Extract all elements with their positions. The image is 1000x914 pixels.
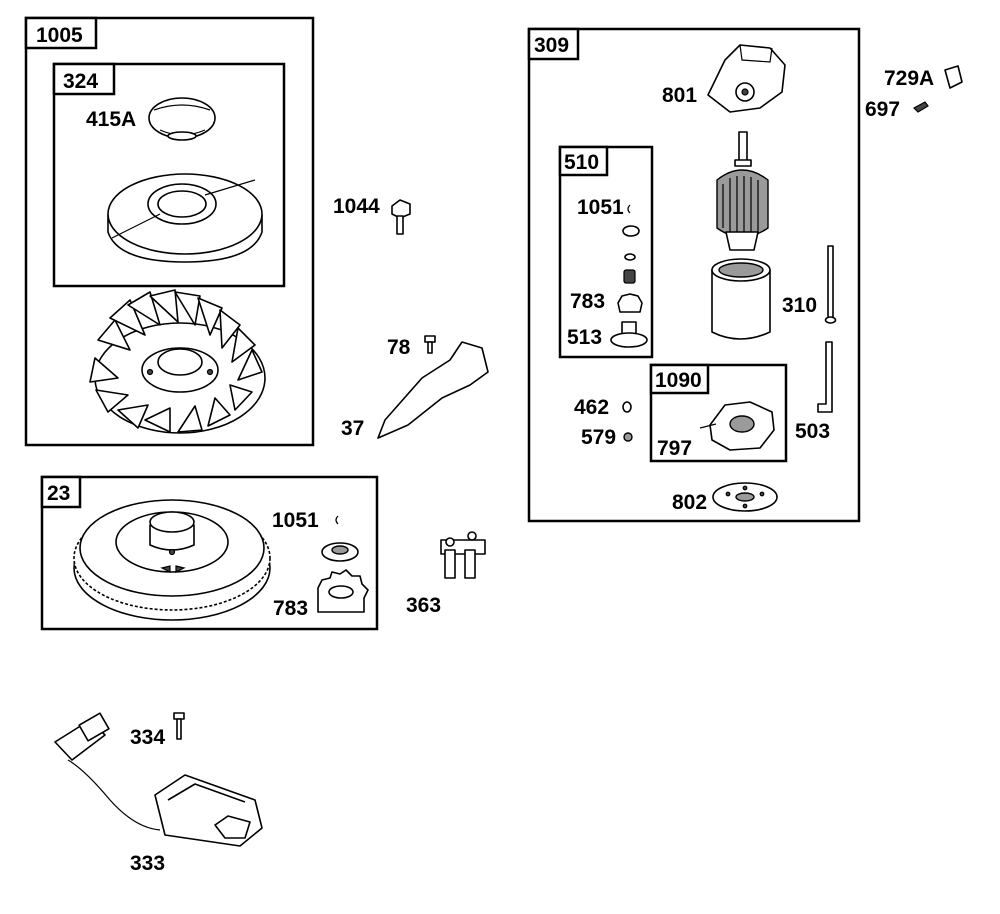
flywheel-fan bbox=[89, 289, 266, 434]
part-label-513: 513 bbox=[567, 326, 602, 349]
part-label-783a: 783 bbox=[273, 597, 308, 620]
nut-579 bbox=[623, 432, 633, 442]
group-tag-1005 bbox=[24, 16, 98, 50]
part-label-78: 78 bbox=[387, 336, 411, 359]
part-label-729A: 729A bbox=[884, 67, 934, 90]
spring bbox=[623, 269, 636, 284]
clip-729A bbox=[944, 65, 963, 89]
part-label-37: 37 bbox=[341, 417, 364, 440]
part-label-334: 334 bbox=[130, 726, 165, 749]
rotating-screen bbox=[107, 173, 263, 263]
end-cap-801 bbox=[707, 44, 786, 113]
group-tag-309 bbox=[527, 27, 580, 61]
group-label-23: 23 bbox=[47, 482, 70, 505]
part-label-802: 802 bbox=[672, 491, 707, 514]
part-label-415A: 415A bbox=[86, 108, 136, 131]
part-label-801: 801 bbox=[662, 84, 697, 107]
spring-retainer bbox=[624, 253, 636, 261]
brush-holder-797 bbox=[699, 401, 775, 451]
screw-697 bbox=[913, 101, 929, 113]
group-tag-1090 bbox=[649, 363, 710, 395]
gear-783b bbox=[617, 293, 643, 313]
screw-78 bbox=[424, 335, 436, 354]
housing-310 bbox=[711, 258, 771, 340]
gear-783a bbox=[317, 569, 369, 613]
group-label-1090: 1090 bbox=[655, 369, 702, 392]
part-label-503: 503 bbox=[795, 420, 830, 443]
flywheel bbox=[73, 499, 271, 621]
group-tag-23 bbox=[40, 475, 82, 509]
group-tag-324 bbox=[52, 62, 116, 96]
thru-bolt-310 bbox=[824, 245, 837, 324]
part-label-333: 333 bbox=[130, 852, 165, 875]
terminal-block-363 bbox=[440, 531, 486, 579]
bracket-503 bbox=[817, 341, 833, 413]
screw-334 bbox=[173, 712, 185, 740]
pinion-513 bbox=[610, 321, 648, 348]
part-415A-cap bbox=[148, 97, 216, 141]
part-label-1044: 1044 bbox=[333, 195, 380, 218]
group-label-510: 510 bbox=[564, 151, 599, 174]
part-label-1051b: 1051 bbox=[577, 196, 624, 219]
ignition-armature-333 bbox=[54, 712, 263, 847]
group-label-324: 324 bbox=[63, 70, 98, 93]
bolt-1044 bbox=[391, 199, 411, 235]
part-label-783b: 783 bbox=[570, 290, 605, 313]
part-label-310: 310 bbox=[782, 294, 817, 317]
washer-462 bbox=[622, 401, 632, 413]
part-label-1051a: 1051 bbox=[272, 509, 319, 532]
group-label-309: 309 bbox=[534, 34, 569, 57]
cup-1051a bbox=[321, 542, 359, 562]
part-label-363: 363 bbox=[406, 594, 441, 617]
group-tag-510 bbox=[558, 145, 609, 177]
armature bbox=[716, 131, 769, 251]
air-guide-37 bbox=[377, 341, 489, 439]
part-label-797: 797 bbox=[657, 437, 692, 460]
part-label-462: 462 bbox=[574, 396, 609, 419]
retaining-ring-1051b bbox=[627, 204, 631, 214]
part-label-579: 579 bbox=[581, 426, 616, 449]
end-plate-802 bbox=[712, 482, 778, 512]
retaining-ring-1051a bbox=[335, 515, 339, 525]
cup-1051b bbox=[622, 225, 640, 237]
group-label-1005: 1005 bbox=[36, 24, 83, 47]
part-label-697: 697 bbox=[865, 98, 900, 121]
